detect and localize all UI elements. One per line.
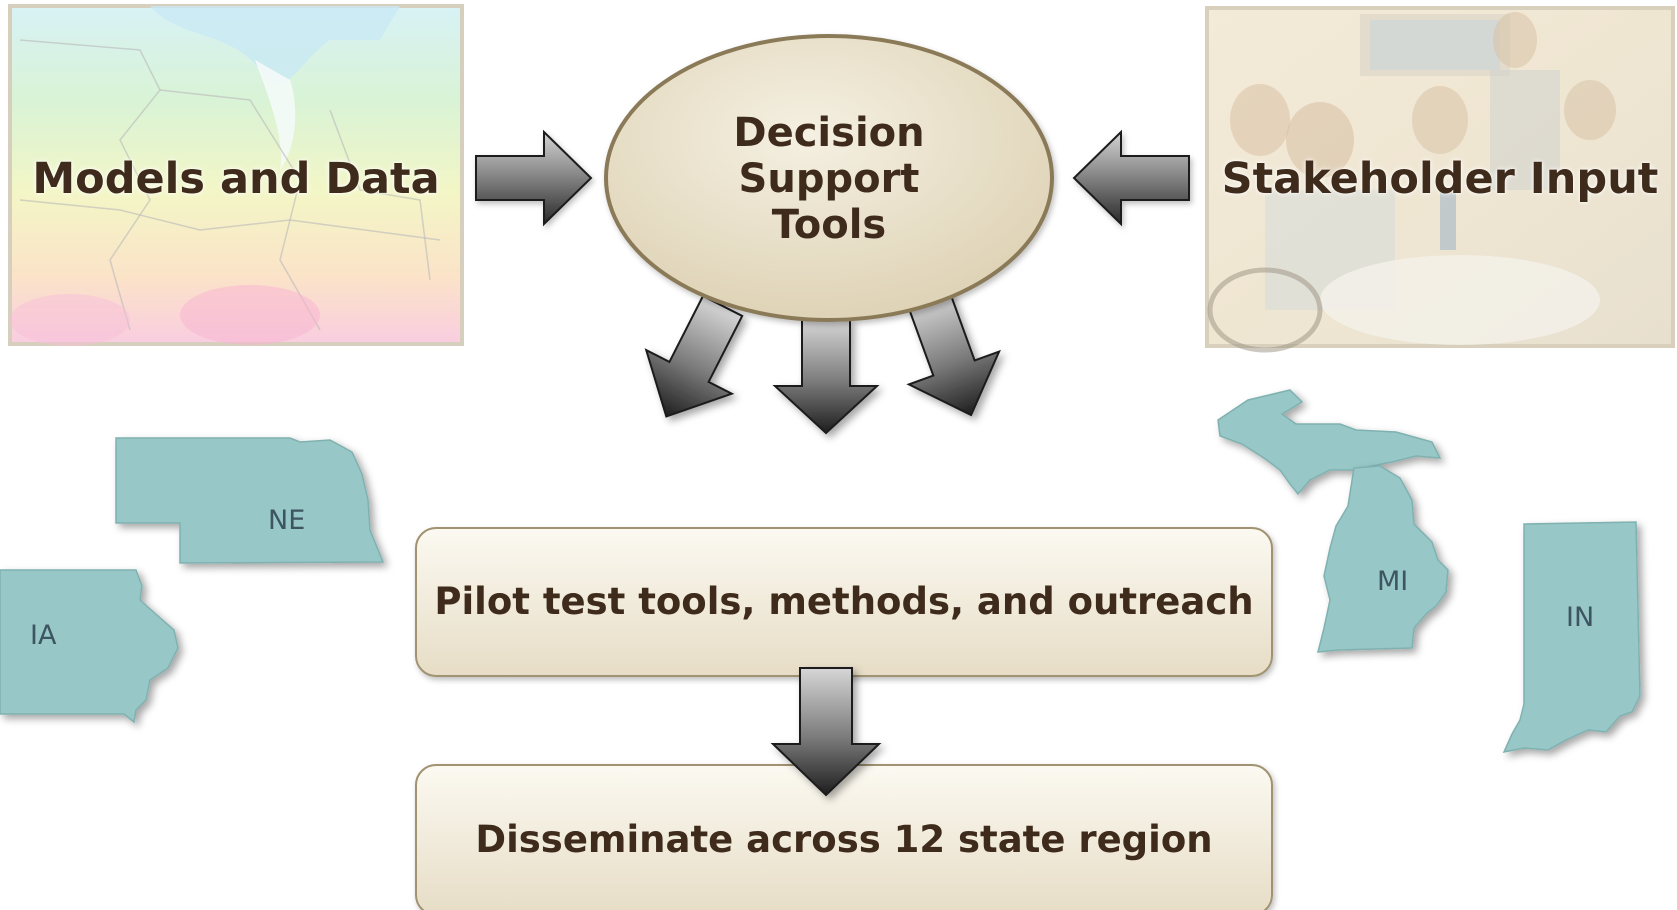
- arrow-down-center-icon: [772, 319, 880, 435]
- pilot-test-label: Pilot test tools, methods, and outreach: [434, 579, 1254, 623]
- support-line: Support: [738, 156, 920, 202]
- arrow-down-left-icon: [644, 294, 744, 418]
- nebraska-map-icon: [115, 437, 385, 564]
- decision-support-tools-label: Decision Support Tools: [699, 90, 959, 268]
- iowa-map-icon: [0, 569, 179, 724]
- indiana-map-icon: [1502, 521, 1641, 754]
- stakeholder-input-label: Stakeholder Input: [1221, 154, 1659, 205]
- models-data-map-image: [8, 4, 464, 346]
- state-label-in: IN: [1566, 602, 1595, 633]
- decision-line: Decision: [733, 110, 925, 156]
- state-label-mi: MI: [1377, 566, 1409, 597]
- tools-line: Tools: [771, 202, 887, 248]
- arrow-left-icon: [1072, 129, 1190, 227]
- state-label-ne: NE: [268, 505, 306, 536]
- state-label-ia: IA: [30, 620, 57, 651]
- disseminate-label: Disseminate across 12 state region: [475, 817, 1213, 861]
- michigan-upper-map-icon: [1217, 389, 1442, 496]
- models-and-data-label: Models and Data: [32, 154, 440, 205]
- decision-support-oval: [604, 34, 1054, 322]
- arrow-down-step-icon: [770, 667, 882, 797]
- michigan-lower-map-icon: [1317, 465, 1449, 653]
- stakeholder-meeting-photo: [1205, 6, 1675, 353]
- arrow-down-right-icon: [906, 289, 1001, 417]
- arrow-right-icon: [475, 129, 593, 227]
